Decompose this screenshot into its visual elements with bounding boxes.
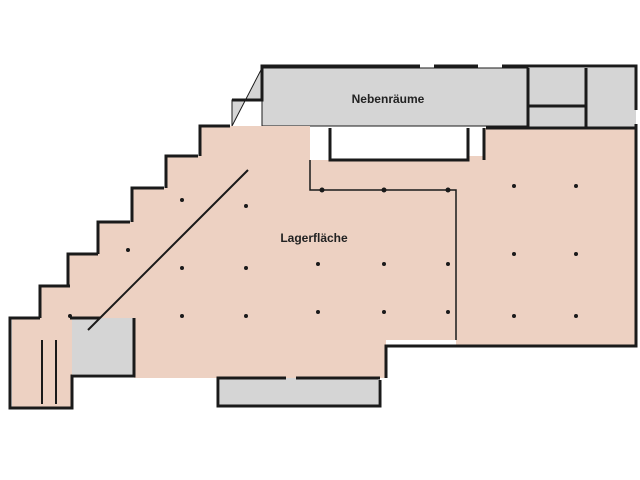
stair-bays — [41, 340, 57, 404]
ramp-line — [87, 169, 249, 331]
room-label-storage: Lagerfläche — [280, 231, 348, 245]
room-label-auxiliary: Nebenräume — [352, 92, 425, 106]
storage-area — [12, 126, 636, 408]
auxiliary-rooms — [72, 67, 636, 406]
columns — [68, 184, 578, 318]
auxiliary-room-bottom — [220, 378, 378, 406]
walls — [8, 64, 638, 410]
auxiliary-room-right — [528, 68, 636, 130]
auxiliary-room-stair — [72, 318, 134, 374]
